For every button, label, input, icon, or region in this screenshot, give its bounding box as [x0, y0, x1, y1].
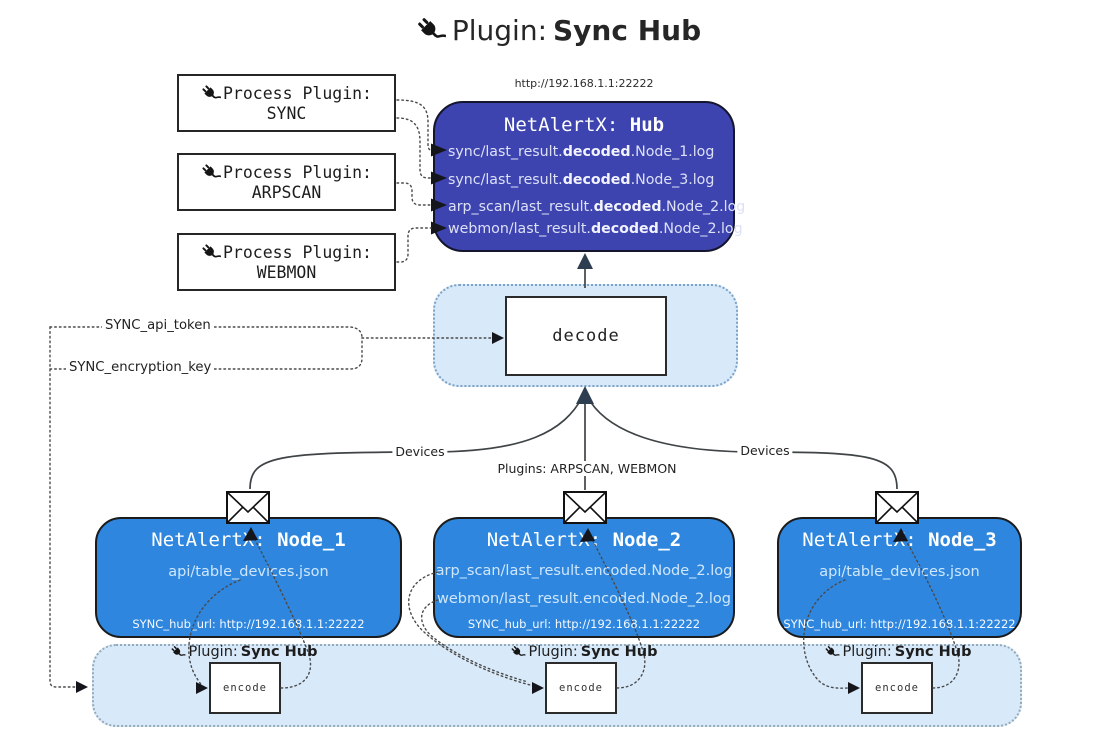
- node-file-line: api/table_devices.json: [819, 564, 980, 580]
- plug-icon: [417, 17, 446, 38]
- hub-url-label: http://192.168.1.1:22222: [514, 77, 654, 90]
- process-plugin-name: WEBMON: [256, 262, 317, 282]
- arrowhead-up: [576, 386, 594, 404]
- encode-box-3: encode: [861, 662, 933, 714]
- plug-icon: [202, 163, 221, 178]
- connector-decode-to-hub: [577, 253, 593, 288]
- connector-settings: [49, 326, 504, 693]
- node-hub-url: SYNC_hub_url: http://192.168.1.1:22222: [132, 617, 365, 631]
- plugins-label-center: Plugins: ARPSCAN, WEBMON: [494, 461, 680, 476]
- node-hub-url: SYNC_hub_url: http://192.168.1.1:22222: [783, 617, 1016, 631]
- plug-icon: [511, 645, 526, 656]
- hub-log-line: sync/last_result.decoded.Node_3.log: [448, 172, 715, 188]
- node-title: NetAlertX: Node_3: [802, 529, 997, 551]
- band-plugin-label-1: Plugin: Sync Hub: [171, 644, 317, 660]
- page-title: Plugin: Sync Hub: [0, 14, 1117, 47]
- node-title: NetAlertX: Node_2: [486, 529, 682, 551]
- plug-icon: [202, 243, 221, 258]
- hub-log-line: arp_scan/last_result.decoded.Node_2.log: [448, 199, 746, 215]
- encode-box-1: encode: [209, 662, 281, 714]
- band-plugin-label-3: Plugin: Sync Hub: [825, 644, 971, 660]
- process-plugin-name: SYNC: [266, 103, 307, 123]
- page-title-bold: Sync Hub: [553, 14, 702, 47]
- hub-title-prefix: NetAlertX:: [503, 114, 630, 136]
- page-title-prefix: Plugin:: [451, 14, 548, 47]
- node-title: NetAlertX: Node_1: [151, 529, 346, 551]
- node-file-line: webmon/last_result.encoded.Node_2.log: [436, 591, 731, 607]
- sync-api-token-label: SYNC_api_token: [102, 318, 214, 333]
- process-plugin-name: ARPSCAN: [251, 182, 322, 202]
- decode-box: decode: [505, 296, 667, 376]
- hub-box: NetAlertX: Hub sync/last_result.decoded.…: [433, 101, 746, 252]
- devices-label-right: Devices: [737, 443, 793, 458]
- hub-log-line: sync/last_result.decoded.Node_1.log: [448, 144, 715, 160]
- plug-icon: [825, 645, 840, 656]
- process-plugin-box-sync: Process Plugin: SYNC: [177, 74, 396, 132]
- node-box-2: NetAlertX: Node_2 arp_scan/last_result.e…: [433, 517, 735, 638]
- devices-label-left: Devices: [392, 444, 448, 459]
- hub-log-line: webmon/last_result.decoded.Node_2.log: [448, 221, 743, 237]
- connector-plugins-to-hub: [396, 99, 432, 263]
- arrowhead-right: [76, 681, 88, 693]
- encode-box-2: encode: [545, 662, 617, 714]
- arrowhead-up: [577, 253, 593, 269]
- plug-icon: [202, 84, 221, 99]
- band-plugin-label-2: Plugin: Sync Hub: [511, 644, 657, 660]
- hub-title: NetAlertX: Hub: [435, 114, 733, 136]
- node-box-3: NetAlertX: Node_3 api/table_devices.json…: [777, 517, 1022, 638]
- node-file-line: api/table_devices.json: [168, 564, 329, 580]
- plug-icon: [171, 645, 186, 656]
- node-box-1: NetAlertX: Node_1 api/table_devices.json…: [95, 517, 402, 638]
- process-plugin-label: Process Plugin:: [222, 163, 372, 182]
- hub-title-bold: Hub: [629, 114, 665, 136]
- process-plugin-label: Process Plugin:: [222, 243, 372, 262]
- process-plugin-label: Process Plugin:: [222, 84, 372, 103]
- node-file-line: arp_scan/last_result.encoded.Node_2.log: [435, 563, 733, 579]
- process-plugin-box-webmon: Process Plugin: WEBMON: [177, 233, 396, 291]
- node-hub-url: SYNC_hub_url: http://192.168.1.1:22222: [467, 617, 701, 631]
- sync-encryption-key-label: SYNC_encryption_key: [66, 360, 215, 375]
- process-plugin-box-arpscan: Process Plugin: ARPSCAN: [177, 153, 396, 211]
